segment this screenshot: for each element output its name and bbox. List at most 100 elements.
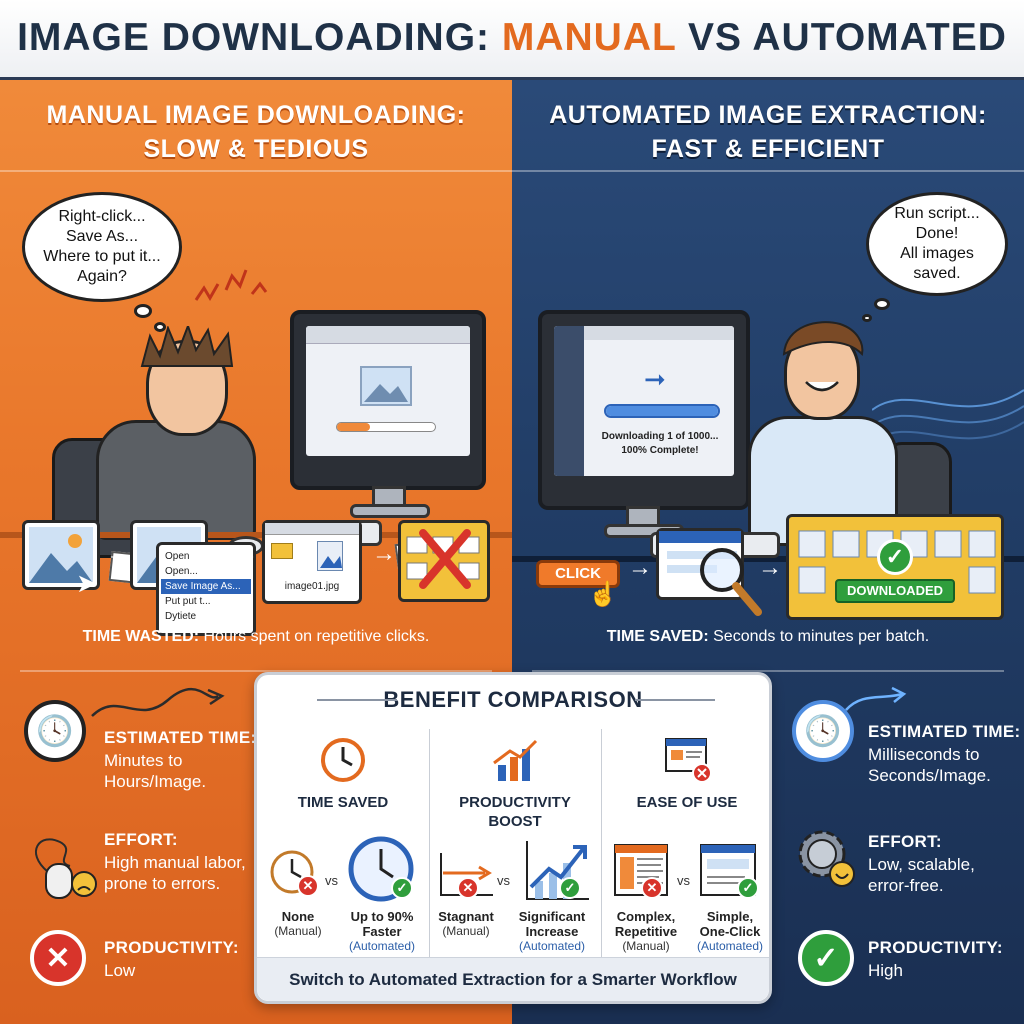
- manual-panel: MANUAL IMAGE DOWNLOADING: SLOW & TEDIOUS…: [0, 80, 512, 1024]
- comparison-head: TIME SAVED: [297, 794, 389, 811]
- benefit-comparison-card: BENEFIT COMPARISON TIME SAVED ✕ vs ✓ Non…: [254, 672, 772, 1004]
- rising-arrow-icon: [91, 687, 225, 717]
- effort-value: High manual labor,prone to errors.: [104, 853, 246, 893]
- productivity-label: PRODUCTIVITY:: [104, 938, 239, 957]
- clock-icon: [321, 738, 365, 782]
- manual-process-row: ➤ → Open Open... Save Image As... Put pu…: [0, 520, 512, 650]
- menu-item-delete: Dytiete: [165, 611, 197, 622]
- automated-heading: AUTOMATED IMAGE EXTRACTION: FAST & EFFIC…: [549, 101, 987, 163]
- time-saved-line: TIME SAVED: Seconds to minutes per batch…: [606, 628, 930, 645]
- manual-value: Stagnant (Manual): [438, 909, 494, 938]
- thought-dot: [134, 304, 152, 318]
- desk-edge: [0, 532, 512, 538]
- frustrated-person-body: [96, 420, 256, 540]
- effort-label: EFFORT:: [868, 832, 942, 851]
- error-x-icon: [406, 529, 480, 589]
- page-title: IMAGE DOWNLOADING: MANUAL VS AUTOMATED: [17, 16, 1007, 59]
- messy-folder: [398, 520, 490, 602]
- automated-value: Up to 90% Faster (Automated): [348, 909, 416, 953]
- cursor-icon: ➤: [76, 568, 98, 598]
- manual-value: Complex, Repetitive (Manual): [614, 909, 678, 953]
- vs-label: vs: [325, 873, 338, 888]
- productivity-label: PRODUCTIVITY:: [868, 938, 1003, 957]
- comparison-title: BENEFIT COMPARISON: [383, 687, 643, 712]
- check-circle-icon: ✓: [877, 539, 913, 575]
- step-arrow-icon: →: [106, 540, 130, 567]
- smile-icon: [805, 381, 839, 392]
- menu-item-put: Put put t...: [165, 596, 211, 607]
- thought-dot: [862, 314, 872, 322]
- manual-screen: [306, 326, 470, 456]
- title-bar: IMAGE DOWNLOADING: MANUAL VS AUTOMATED: [0, 0, 1024, 80]
- effort-value: Low, scalable,error-free.: [868, 855, 975, 895]
- productivity-value: High: [868, 961, 903, 980]
- automated-thought-bubble: Run script... Done! All images saved.: [866, 192, 1008, 296]
- manual-monitor: [290, 310, 486, 490]
- menu-item-open: Open: [165, 551, 190, 562]
- image-file-card: [22, 520, 100, 590]
- effort-label: EFFORT:: [104, 830, 178, 849]
- context-menu: Open Open... Save Image As... Put put t.…: [156, 542, 256, 636]
- window-error-icon: [665, 738, 712, 783]
- x-circle-icon: ✕: [30, 930, 86, 986]
- automated-value: Significant Increase (Automated): [518, 909, 586, 953]
- step-arrow-icon: →: [234, 540, 258, 567]
- organized-folder: DOWNLOADED ✓: [786, 514, 1004, 620]
- messy-hair-icon: [140, 326, 234, 367]
- manual-heading: MANUAL IMAGE DOWNLOADING: SLOW & TEDIOUS: [46, 101, 466, 163]
- heading-divider: [512, 170, 1024, 172]
- step-arrow-icon: →: [758, 554, 782, 581]
- vs-label: vs: [497, 873, 510, 888]
- growth-chart-icon: [493, 739, 538, 781]
- file-save-dialog: image01.jpg: [262, 520, 362, 604]
- comparison-ease-of-use: EASE OF USE ✕ vs ✓ Complex, Repetitive (…: [603, 729, 771, 965]
- automated-screen: ➞ Downloading 1 of 1000...100% Complete!: [554, 326, 734, 476]
- cta-banner: Switch to Automated Extraction for a Sma…: [257, 957, 769, 1001]
- app-sidebar: [554, 326, 584, 476]
- fast-progress-bar: [604, 404, 720, 418]
- arrow-right-icon: ➞: [644, 364, 666, 394]
- check-badge-icon: ✓: [559, 877, 581, 899]
- x-badge-icon: ✕: [457, 877, 479, 899]
- manual-thought-bubble: Right-click... Save As... Where to put i…: [22, 192, 182, 302]
- stress-lines-icon: [194, 269, 268, 301]
- simple-window-icon: [700, 844, 756, 896]
- step-arrow-icon: →: [628, 554, 652, 581]
- magnifier-icon: [700, 548, 762, 616]
- comparison-time-saved: TIME SAVED ✕ vs ✓ None (Manual) Up to 90…: [259, 729, 427, 965]
- monitor-base: [350, 504, 430, 518]
- estimated-time-label: ESTIMATED TIME:: [104, 728, 257, 747]
- download-status: Downloading 1 of 1000...100% Complete!: [601, 431, 719, 456]
- step-arrow-icon: →: [372, 540, 396, 567]
- browser-toolbar: [306, 326, 470, 344]
- section-divider: [532, 670, 1004, 672]
- folder-icon: [271, 543, 293, 559]
- automated-process-row: CLICK ☝ → → DOWNLOADED ✓: [512, 514, 1024, 650]
- menu-item-save-image: Save Image As...: [161, 579, 251, 594]
- app-toolbar: [584, 326, 734, 340]
- forward-arrow-icon: [845, 686, 907, 711]
- check-badge-icon: ✓: [391, 877, 413, 899]
- menu-item-open-with: Open...: [165, 566, 198, 577]
- thought-dot: [874, 298, 890, 310]
- landscape-image-icon: [29, 527, 93, 583]
- vs-label: vs: [677, 873, 690, 888]
- clock-icon: 🕓: [24, 700, 86, 762]
- x-badge-icon: ✕: [641, 877, 663, 899]
- x-badge-icon: ✕: [297, 875, 319, 897]
- image-placeholder-icon: [360, 366, 412, 406]
- file-name: image01.jpg: [284, 581, 340, 592]
- file-icon: [317, 541, 343, 571]
- manual-value: None (Manual): [274, 909, 322, 938]
- slow-progress-bar: [336, 422, 436, 432]
- desk-edge: [512, 556, 1024, 562]
- gear-smile-icon: [790, 822, 860, 892]
- hand-cursor-icon: ☝: [588, 581, 618, 608]
- thought-dot: [154, 322, 166, 332]
- productivity-value: Low: [104, 961, 136, 980]
- downloaded-badge: DOWNLOADED: [835, 579, 955, 603]
- click-button: CLICK: [536, 560, 620, 588]
